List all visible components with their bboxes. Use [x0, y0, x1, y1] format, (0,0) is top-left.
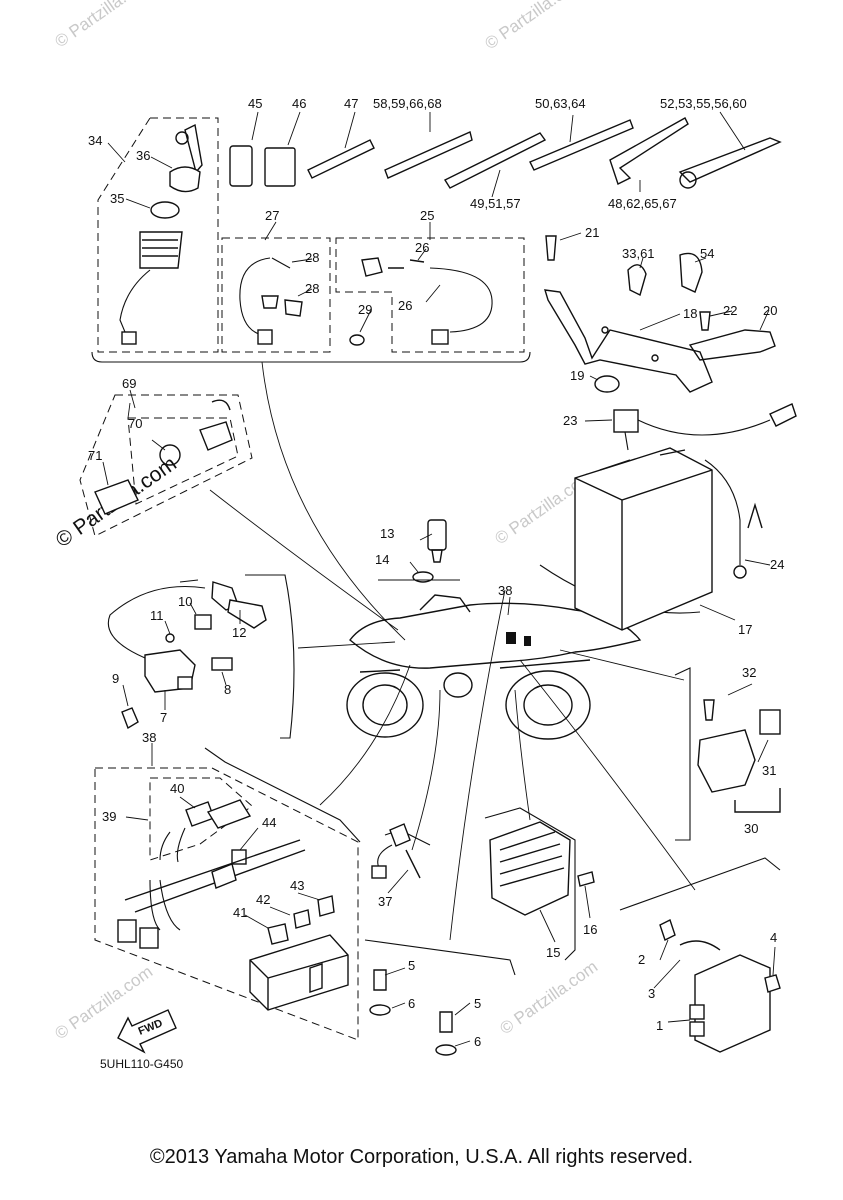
- callout-16: 16: [583, 922, 597, 937]
- switch-37: [371, 823, 421, 879]
- callout-10: 10: [178, 594, 192, 609]
- leader-lines-to-vehicle: [209, 361, 696, 941]
- wire-leads-27-25: [239, 257, 493, 346]
- callout-7: 7: [160, 710, 167, 725]
- battery-bracket-assembly: [544, 235, 776, 393]
- callout-28: 28: [305, 250, 319, 265]
- callout-48-62-65-67: 48,62,65,67: [608, 196, 677, 211]
- fwd-arrow: FWD: [117, 1009, 177, 1054]
- callout-numbers: 45 46 47 58,59,66,68 50,63,64 52,53,55,5…: [88, 96, 784, 1071]
- callout-33-61: 33,61: [622, 246, 655, 261]
- ignition-coil-assembly: [107, 579, 267, 730]
- callout-8: 8: [224, 682, 231, 697]
- callout-32: 32: [742, 665, 756, 680]
- callout-5: 5: [474, 996, 481, 1011]
- atv-vehicle-sketch: [346, 594, 642, 740]
- watermark-text: © Partzilla.com: [496, 957, 601, 1038]
- callout-58-59-66-68: 58,59,66,68: [373, 96, 442, 111]
- callout-69: 69: [122, 376, 136, 391]
- callout-47: 47: [344, 96, 358, 111]
- main-switch-assembly: [119, 123, 203, 345]
- callout-2: 2: [638, 952, 645, 967]
- callout-36: 36: [136, 148, 150, 163]
- callout-45: 45: [248, 96, 262, 111]
- callout-11: 11: [150, 608, 164, 623]
- starter-relay-assembly: [697, 699, 781, 813]
- plug-cap-assembly: [94, 399, 233, 515]
- callout-15: 15: [546, 945, 560, 960]
- callout-37: 37: [378, 894, 392, 909]
- callout-30: 30: [744, 821, 758, 836]
- callout-26: 26: [415, 240, 429, 255]
- rectifier-regulator: [489, 821, 595, 916]
- callout-40: 40: [170, 781, 184, 796]
- callout-38: 38: [142, 730, 156, 745]
- callout-24: 24: [770, 557, 784, 572]
- callout-46: 46: [292, 96, 306, 111]
- callout-6: 6: [474, 1034, 481, 1049]
- callout-43: 43: [290, 878, 304, 893]
- callout-70: 70: [128, 416, 142, 431]
- callout-20: 20: [763, 303, 777, 318]
- callout-34: 34: [88, 133, 102, 148]
- callout-42: 42: [256, 892, 270, 907]
- callout-1: 1: [656, 1018, 663, 1033]
- diagram-code: 5UHL110-G450: [100, 1057, 183, 1071]
- callout-17: 17: [738, 622, 752, 637]
- callout-38: 38: [498, 583, 512, 598]
- callout-23: 23: [563, 413, 577, 428]
- callout-49-51-57: 49,51,57: [470, 196, 521, 211]
- callout-5: 5: [408, 958, 415, 973]
- callout-14: 14: [375, 552, 389, 567]
- callout-41: 41: [233, 905, 247, 920]
- callout-21: 21: [585, 225, 599, 240]
- callout-29: 29: [358, 302, 372, 317]
- callout-12: 12: [232, 625, 246, 640]
- callout-25: 25: [420, 208, 434, 223]
- sensor-13: [412, 519, 447, 583]
- callout-3: 3: [648, 986, 655, 1001]
- watermark-text: © Partzilla.com: [481, 0, 586, 53]
- callout-71: 71: [88, 448, 102, 463]
- control-unit-assembly: [659, 919, 781, 1053]
- callout-9: 9: [112, 671, 119, 686]
- callout-18: 18: [683, 306, 697, 321]
- top-row-parts: [229, 117, 782, 189]
- callout-6: 6: [408, 996, 415, 1011]
- callout-19: 19: [570, 368, 584, 383]
- callout-54: 54: [700, 246, 714, 261]
- callout-31: 31: [762, 763, 776, 778]
- callout-50-63-64: 50,63,64: [535, 96, 586, 111]
- callout-52-53-55-56-60: 52,53,55,56,60: [660, 96, 747, 111]
- group-outlines: [79, 117, 531, 1041]
- watermark-text: © Partzilla.com: [51, 0, 156, 51]
- callout-22: 22: [723, 303, 737, 318]
- callout-44: 44: [262, 815, 276, 830]
- callout-35: 35: [110, 191, 124, 206]
- wire-harness-assembly: [117, 799, 349, 1011]
- callout-26: 26: [398, 298, 412, 313]
- callout-27: 27: [265, 208, 279, 223]
- copyright-notice: ©2013 Yamaha Motor Corporation, U.S.A. A…: [149, 1146, 694, 1168]
- callout-leaders: [102, 111, 776, 1047]
- battery-and-cables: [574, 403, 797, 631]
- callout-13: 13: [380, 526, 394, 541]
- callout-28: 28: [305, 281, 319, 296]
- callout-39: 39: [102, 809, 116, 824]
- callout-4: 4: [770, 930, 777, 945]
- bolts-and-washers: [369, 969, 457, 1056]
